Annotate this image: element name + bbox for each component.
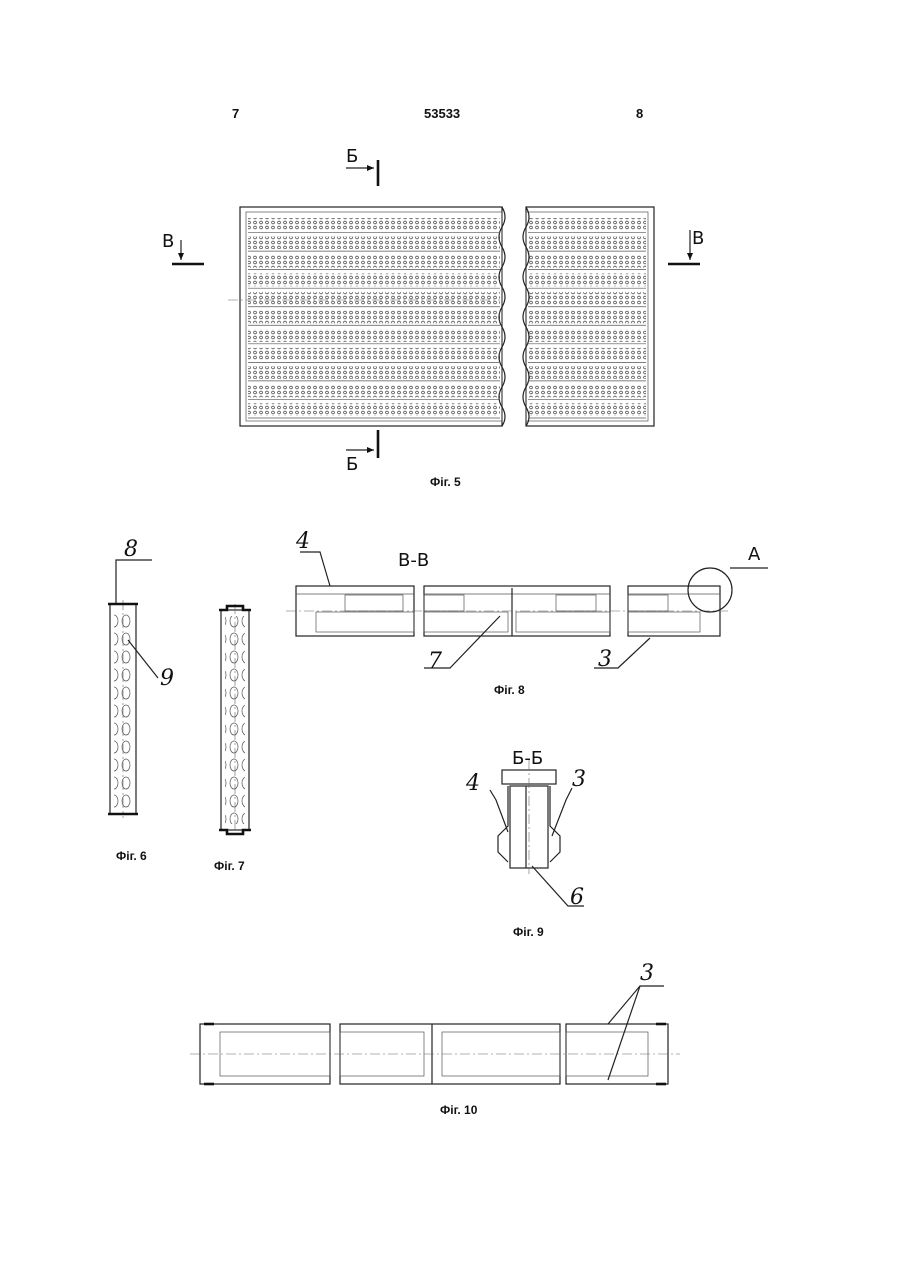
fig5-perforated-row — [248, 274, 500, 287]
fig8-label-7: 7 — [428, 649, 442, 674]
fig9-label-4: 4 — [465, 771, 480, 796]
fig5-section-v-right-label: В — [692, 228, 704, 249]
fig5-section-v-left-label: В — [162, 231, 174, 252]
fig5-perforated-row — [528, 385, 646, 398]
fig8-label-4: 4 — [295, 529, 310, 554]
fig5-perforated-row — [528, 274, 646, 287]
fig5-section-b-top-label: Б — [346, 146, 358, 167]
fig5-perforated-row — [248, 255, 500, 268]
fig10-label-3: 3 — [640, 961, 654, 986]
fig5-section-b-bottom-label: Б — [346, 454, 358, 475]
fig8-section-title: В-В — [398, 550, 429, 571]
fig5-section-v-left-marker — [172, 240, 204, 264]
fig5-perforated-row — [248, 348, 500, 361]
fig7-profile — [219, 604, 251, 836]
fig8-detail-label: А — [748, 544, 761, 565]
fig9-label-3: 3 — [572, 767, 586, 792]
fig5-caption: Фіг. 5 — [430, 475, 461, 489]
fig5-perforated-row — [248, 311, 500, 324]
fig5-perforated-row — [248, 218, 500, 231]
fig9-caption: Фіг. 9 — [513, 925, 544, 939]
fig5-perforated-row — [528, 292, 646, 305]
fig6-profile — [108, 560, 158, 818]
fig5-panel — [228, 207, 654, 426]
fig6-label-9: 9 — [160, 666, 174, 691]
fig6-caption: Фіг. 6 — [116, 849, 147, 863]
fig5-perforated-row — [528, 348, 646, 361]
fig8-section — [286, 552, 768, 668]
fig5-perforated-row — [528, 255, 646, 268]
fig7-caption: Фіг. 7 — [214, 859, 245, 873]
fig8-caption: Фіг. 8 — [494, 683, 525, 697]
fig5-perforated-row — [248, 403, 500, 416]
fig5-perforated-rows — [248, 218, 646, 418]
fig5-perforated-row — [528, 329, 646, 342]
fig5-perforated-row — [248, 237, 500, 250]
fig5-perforated-row — [248, 385, 500, 398]
fig9-section-title: Б-Б — [512, 748, 543, 769]
fig5-perforated-row — [528, 311, 646, 324]
fig9-label-6: 6 — [570, 885, 584, 910]
fig5-perforated-row — [528, 403, 646, 416]
fig5-perforated-row — [248, 329, 500, 342]
fig5-perforated-row — [528, 237, 646, 250]
fig8-label-3: 3 — [598, 647, 612, 672]
fig6-label-8: 8 — [124, 537, 138, 562]
fig10-section — [190, 986, 680, 1084]
fig5-perforated-row — [528, 366, 646, 379]
fig5-perforated-row — [528, 218, 646, 231]
fig5-perforated-row — [248, 292, 500, 305]
fig5-perforated-row — [248, 366, 500, 379]
fig10-caption: Фіг. 10 — [440, 1103, 478, 1117]
